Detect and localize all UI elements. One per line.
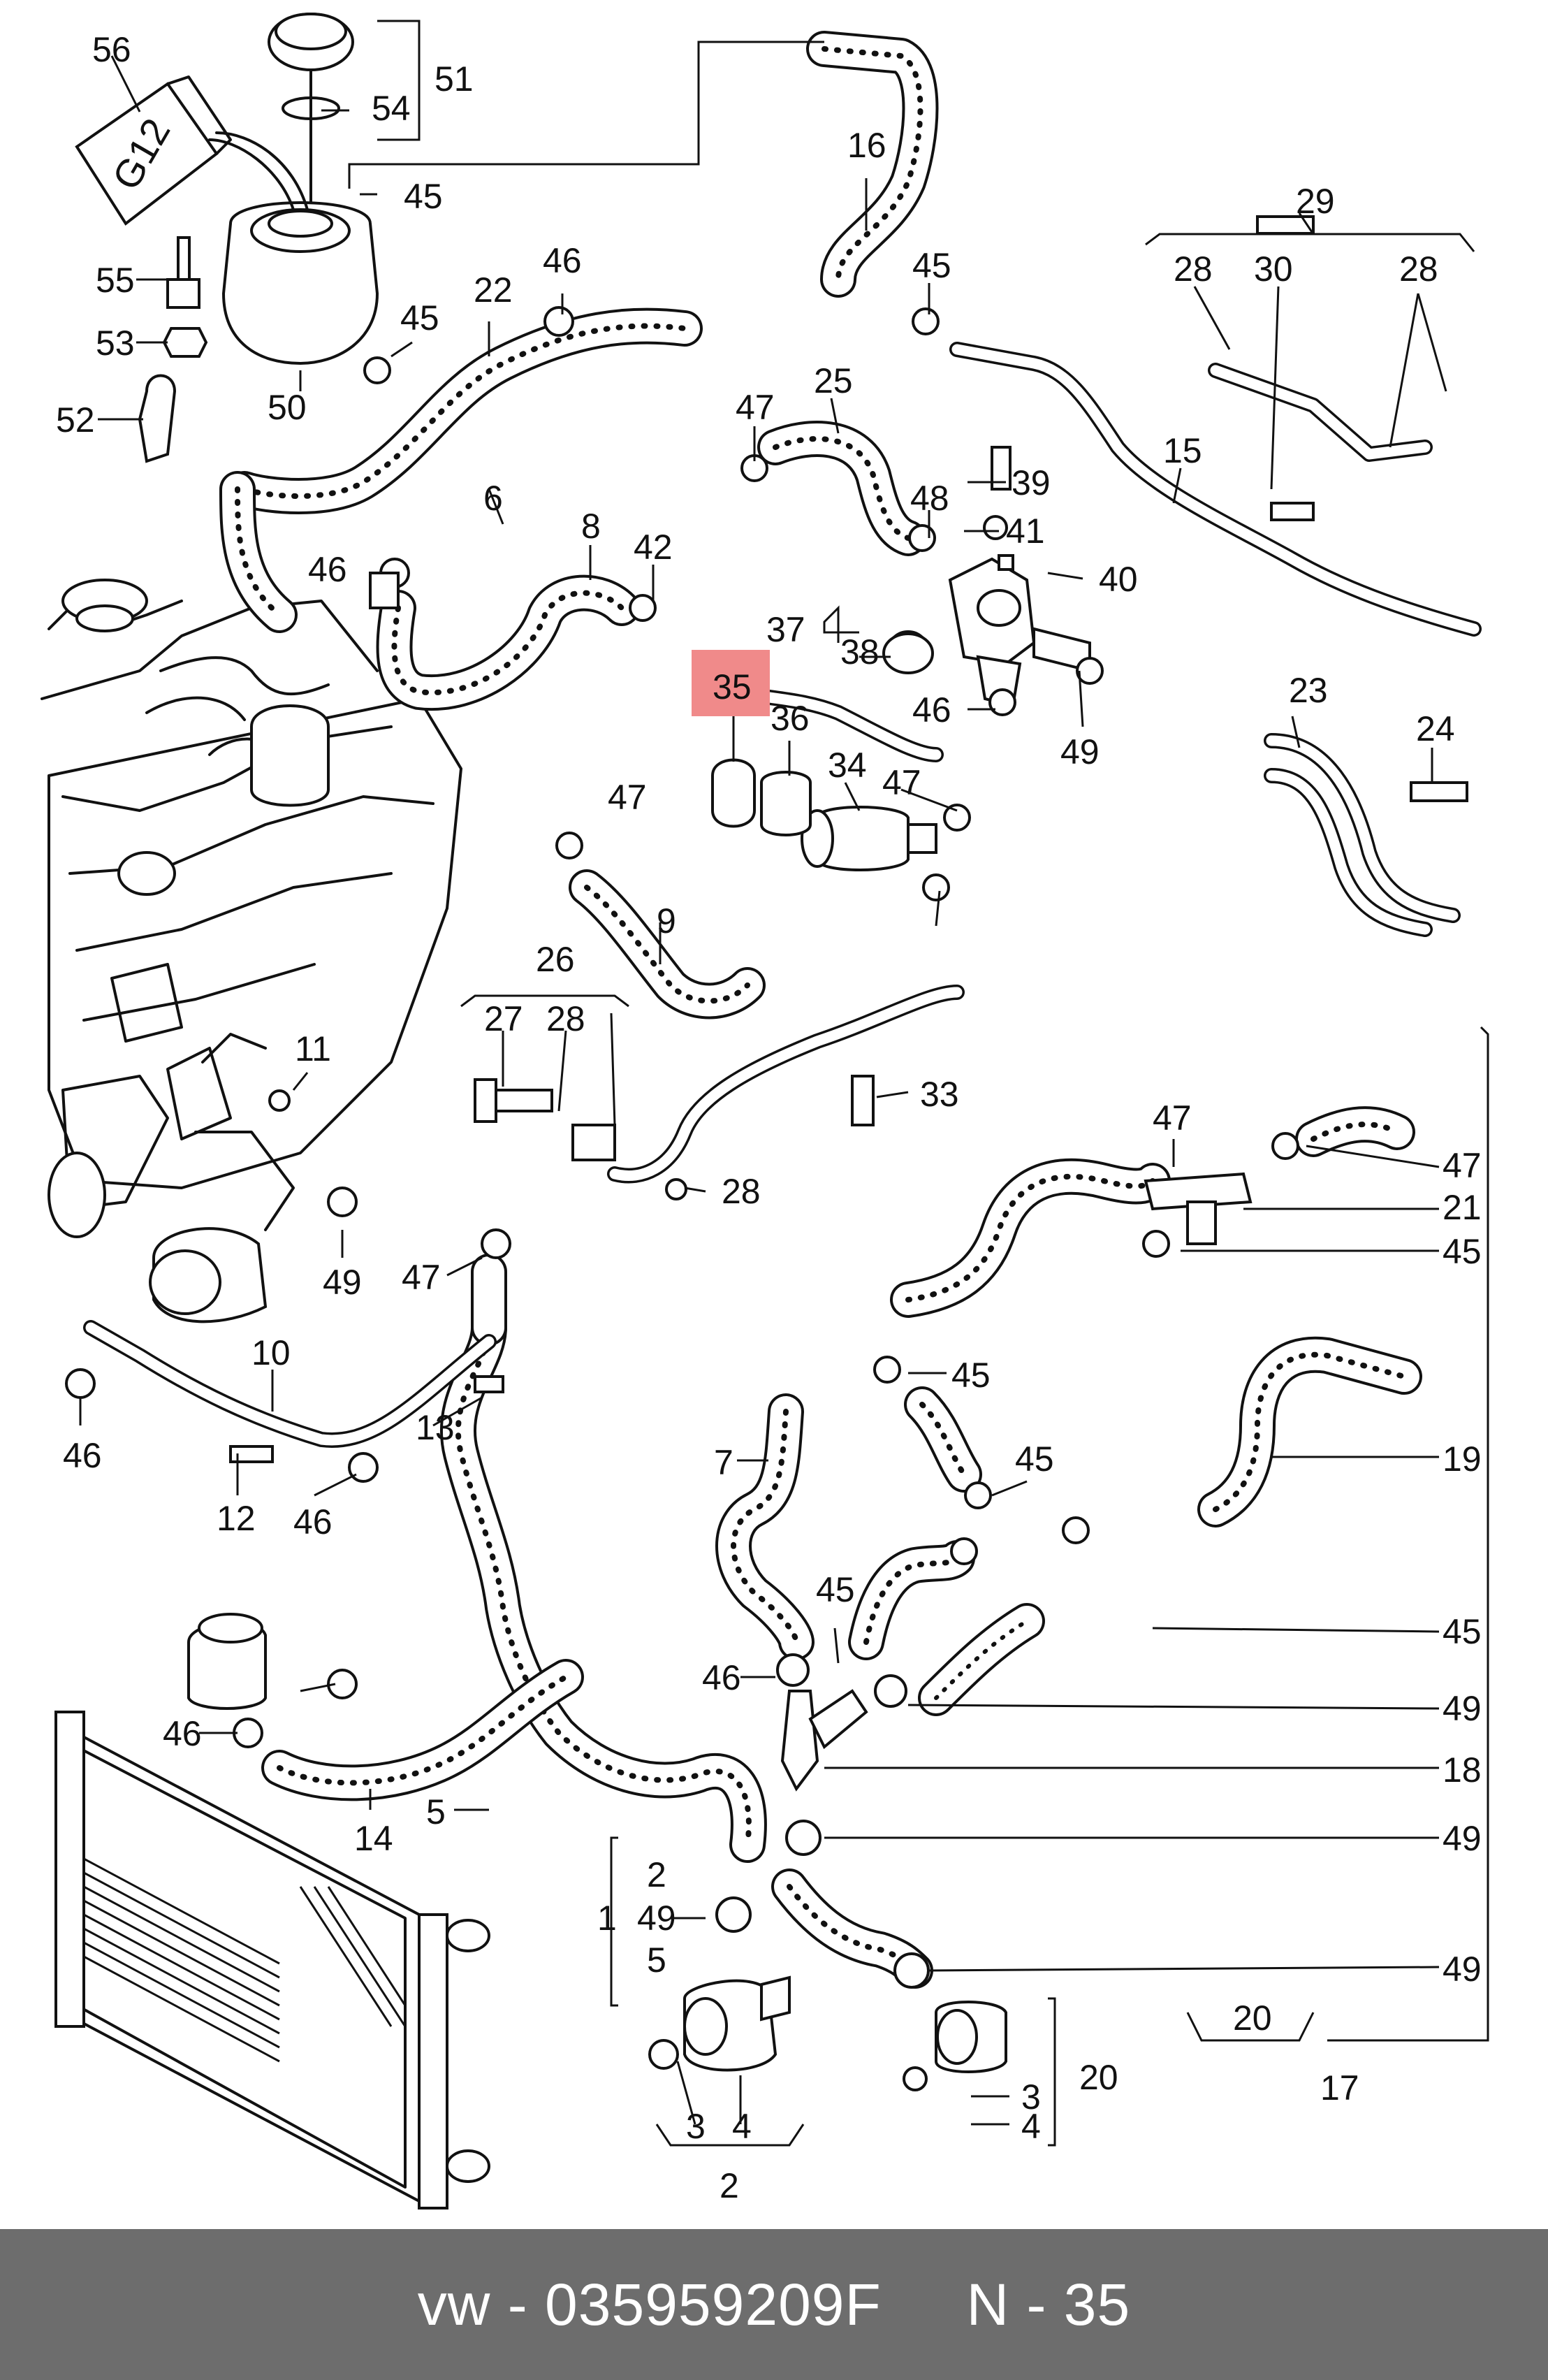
part-label: 47 [882,763,921,802]
part-label: 9 [657,901,676,941]
radiator [54,1711,490,2210]
part-label: 49 [637,1899,676,1938]
part-label: 52 [56,400,95,440]
part-label: 11 [295,1029,331,1068]
part-label: 45 [400,298,439,338]
part-label: 1 [597,1899,617,1938]
part-label: 34 [828,746,867,785]
part-label: 36 [771,699,810,738]
part-label: 3 [1021,2077,1041,2117]
part-label: 55 [96,261,135,300]
part-label: 49 [1060,732,1100,771]
part-label: 45 [404,177,443,216]
part-label: 46 [308,550,347,589]
part-label: 46 [912,690,951,730]
part-label: 28 [722,1172,761,1211]
part-label: 53 [96,324,135,363]
part-label: 47 [736,388,775,427]
part-label: 50 [268,388,307,427]
part-label: 4 [1021,2107,1041,2146]
part-label: 16 [847,126,886,165]
coolant-hoses [219,31,1422,1989]
part-label: 48 [910,479,949,518]
part-label: 45 [1443,1232,1482,1271]
part-label: 46 [293,1502,333,1541]
part-label: 45 [1443,1612,1482,1651]
part-label: 29 [1296,182,1335,221]
part-label: 5 [426,1792,446,1831]
components: G12 [65,13,1468,2091]
part-label: 41 [1006,511,1045,551]
engine-block [41,579,462,1323]
part-label: 28 [1399,249,1438,289]
part-label: 47 [1153,1098,1192,1138]
highlight-box [692,650,770,716]
part-label: 4 [732,2107,752,2146]
part-number-caption: vw - 035959209F N - 35 [417,2272,1131,2337]
part-label: 35 [713,667,752,706]
part-label: 22 [474,270,513,310]
part-label: 49 [323,1263,362,1302]
part-label: 10 [251,1333,291,1372]
part-label: 49 [1443,1689,1482,1728]
leader-lines [79,20,1489,2147]
part-label: 27 [484,999,523,1038]
part-label: 3 [686,2107,706,2146]
footer-bar: vw - 035959209F N - 35 [0,2229,1548,2380]
part-label: 12 [217,1499,256,1538]
part-label: 21 [1443,1188,1482,1227]
part-label: 14 [354,1819,393,1858]
part-label: 46 [63,1436,102,1475]
part-label: 15 [1163,431,1202,470]
part-label: 30 [1254,249,1293,289]
part-label: 45 [816,1570,855,1609]
part-label: 18 [1443,1750,1482,1790]
part-label: 5 [647,1940,666,1980]
part-label: 47 [608,778,647,817]
part-label: 2 [647,1855,666,1894]
part-label: 39 [1012,463,1051,502]
part-label: 28 [1174,249,1213,289]
part-label: 49 [1443,1819,1482,1858]
part-label: 42 [634,528,673,567]
part-label: 6 [483,479,503,518]
part-label: 26 [536,940,575,979]
part-labels: 56 54 51 45 55 53 52 50 22 46 45 16 45 2… [56,30,1482,2205]
part-label: 2 [720,2166,739,2205]
part-label: 25 [814,361,853,400]
part-label: 54 [372,89,411,128]
part-label: 47 [402,1258,441,1297]
part-label: 23 [1289,671,1328,710]
part-label: 38 [840,632,879,672]
part-label: 37 [766,610,805,649]
part-label: 7 [714,1443,733,1482]
part-label: 45 [912,246,951,285]
part-label: 45 [951,1356,991,1395]
part-label: 17 [1320,2068,1359,2107]
part-label: 8 [581,507,601,546]
part-label: 40 [1099,560,1138,599]
part-label: 46 [163,1714,202,1753]
part-label: 56 [92,30,131,69]
exploded-parts-diagram: G12 [41,13,1489,2210]
part-label: 20 [1079,2058,1118,2097]
part-label: 33 [920,1075,959,1114]
part-label: 46 [543,241,582,280]
part-label: 51 [435,59,474,99]
part-label: 24 [1416,709,1455,748]
part-label: 19 [1443,1439,1482,1479]
part-label: 49 [1443,1950,1482,1989]
part-label: 13 [416,1408,455,1447]
part-label: 45 [1015,1439,1054,1479]
part-label: 46 [702,1658,741,1697]
part-label: 20 [1233,1998,1272,2038]
part-label: 47 [1443,1146,1482,1185]
part-label: 28 [546,999,585,1038]
